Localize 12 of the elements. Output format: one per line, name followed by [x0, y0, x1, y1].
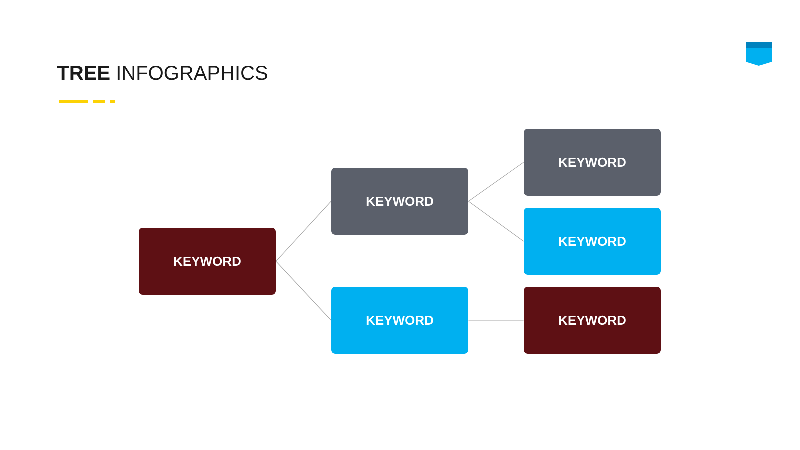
keyword-box: KEYWORD	[332, 168, 468, 235]
connector-line	[468, 320, 524, 321]
keyword-box: KEYWORD	[139, 228, 276, 295]
keyword-box: KEYWORD	[524, 208, 661, 275]
keyword-box: KEYWORD	[524, 287, 661, 354]
connector-line	[468, 162, 524, 202]
keyword-box: KEYWORD	[524, 129, 661, 196]
title: TREE INFOGRAPHICS	[57, 66, 268, 80]
connector-line	[276, 201, 332, 262]
connector-line	[468, 201, 524, 242]
keyword-box: KEYWORD	[332, 287, 468, 354]
connector-line	[276, 261, 332, 321]
